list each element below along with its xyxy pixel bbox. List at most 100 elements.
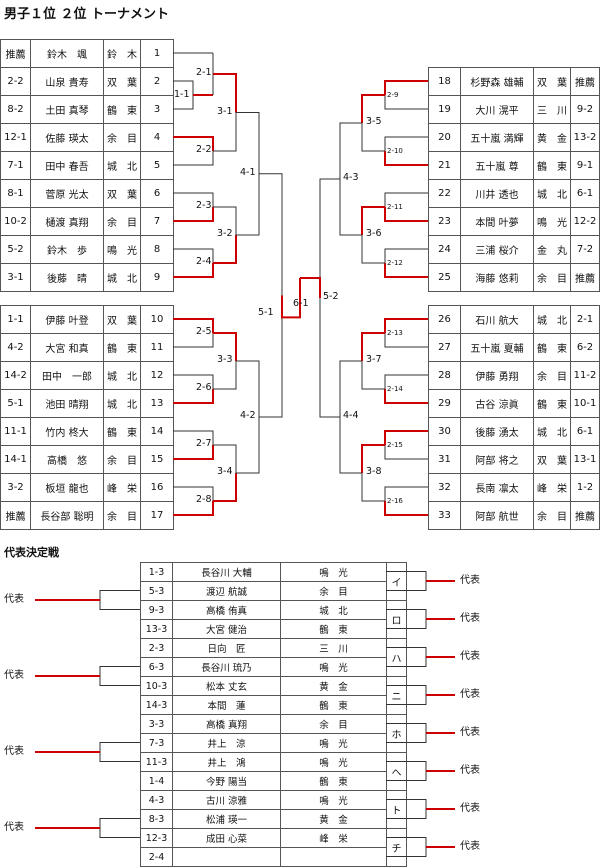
playoff-representative-label: 代表 (460, 803, 480, 814)
playoff-representative-label: 代表 (460, 651, 480, 662)
bracket-line (173, 374, 214, 389)
winner-line (384, 501, 428, 516)
bracket-line (386, 761, 427, 781)
entry-school: 余 目 (533, 361, 571, 390)
winner-line (213, 473, 237, 502)
bracket-line (99, 818, 140, 838)
bracket-line (384, 445, 428, 460)
bracket-line (386, 685, 427, 705)
entry-seed: 2-2 (0, 67, 31, 96)
match-label: 4-2 (240, 410, 256, 421)
entry-num: 30 (428, 417, 461, 446)
bracket-line (361, 235, 385, 264)
entry-school: 金 丸 (533, 235, 571, 264)
bracket-line (384, 136, 428, 151)
match-label: 5-2 (323, 291, 339, 302)
entry-school: 鶴 東 (103, 417, 141, 446)
entry-seed: 10-1 (570, 389, 600, 418)
match-label: 2-1 (196, 67, 212, 78)
match-label: 3-8 (366, 466, 382, 477)
match-label: 2-7 (196, 438, 212, 449)
entry-school: 余 目 (533, 263, 571, 292)
match-label: 2-10 (387, 147, 403, 155)
entry-seed: 推薦 (0, 501, 31, 530)
bracket-line (259, 295, 283, 418)
match-label: 3-4 (217, 466, 233, 477)
entry-seed: 13-1 (570, 445, 600, 474)
entry-name: 大宮 和真 (30, 333, 104, 362)
bracket-line (99, 742, 140, 762)
bracket-line (384, 192, 428, 207)
bracket-line (384, 374, 428, 389)
entry-num: 2 (140, 67, 174, 96)
bracket-line (236, 173, 260, 236)
winner-line (384, 151, 428, 166)
page-title: 男子１位 ２位 トーナメント (4, 7, 170, 22)
entry-num: 5 (140, 151, 174, 180)
winner-line (361, 332, 385, 361)
bracket-line (361, 361, 385, 390)
entry-school: 黄 金 (533, 123, 571, 152)
winner-line (173, 318, 214, 333)
entry-seed: 11-2 (570, 361, 600, 390)
winner-line (384, 430, 428, 445)
entry-name: 長南 凛太 (460, 473, 534, 502)
entry-seed: 11-1 (0, 417, 31, 446)
entry-school: 余 目 (533, 501, 571, 530)
match-label: 3-2 (217, 228, 233, 239)
match-label: 2-9 (387, 91, 399, 99)
bracket-line (319, 178, 340, 298)
entry-school: 余 目 (103, 501, 141, 530)
playoff-representative-label: 代表 (460, 727, 480, 738)
entry-seed: 14-1 (0, 445, 31, 474)
entry-name: 杉野森 雄輔 (460, 67, 534, 96)
bracket-line (386, 571, 427, 591)
bracket-line (386, 647, 427, 667)
entry-name: 田中 一郎 (30, 361, 104, 390)
entry-num: 23 (428, 207, 461, 236)
entry-name: 五十嵐 尊 (460, 151, 534, 180)
match-label: 5-1 (258, 307, 274, 319)
match-label: 2-8 (196, 494, 212, 505)
match-label: 2-6 (196, 382, 212, 393)
match-label: 2-11 (387, 203, 403, 211)
winner-line (213, 235, 237, 264)
bracket-line (213, 112, 237, 152)
entry-name: 池田 晴翔 (30, 389, 104, 418)
entry-school: 双 葉 (533, 445, 571, 474)
bracket-line (339, 179, 362, 236)
entry-name: 板垣 龍也 (30, 473, 104, 502)
bracket-line (339, 417, 362, 474)
entry-name: 五十嵐 夏輔 (460, 333, 534, 362)
bracket-line (173, 248, 214, 263)
winner-line (361, 444, 385, 473)
match-label: 2-12 (387, 259, 403, 267)
entry-school: 双 葉 (533, 67, 571, 96)
bracket-line (259, 173, 283, 296)
winner-line (213, 73, 237, 113)
bracket-line (319, 298, 340, 418)
bracket-line (213, 444, 237, 473)
entry-num: 19 (428, 95, 461, 124)
bracket-line (99, 666, 140, 686)
entry-school: 峰 栄 (533, 473, 571, 502)
playoff-representative-label: 代表 (460, 613, 480, 624)
